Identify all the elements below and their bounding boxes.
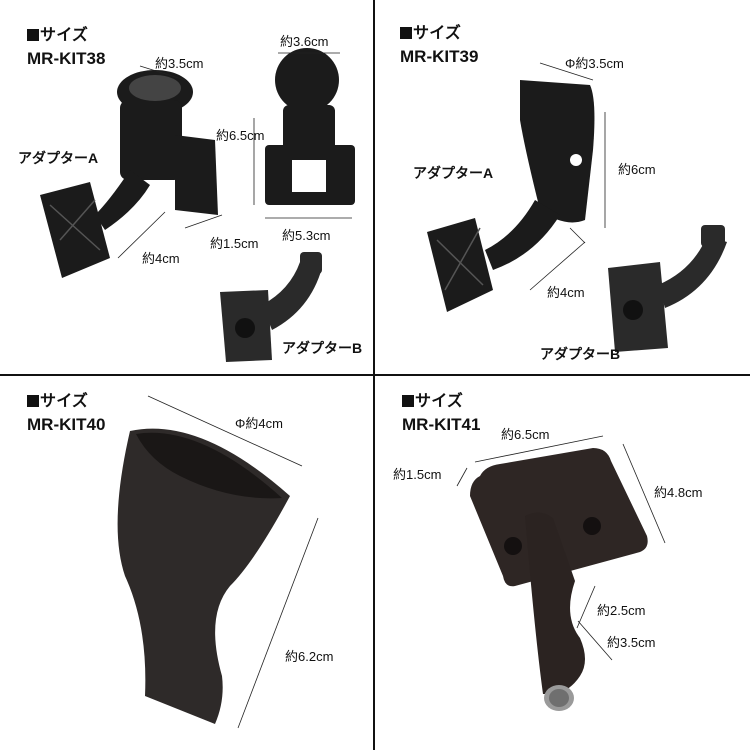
mr-kit39-product-image (427, 62, 727, 352)
dimension-label: 約3.5cm (155, 56, 204, 71)
size-heading: サイズ (27, 27, 88, 45)
adapter-b-label: アダプターB (282, 340, 363, 356)
dimension-label: 約4.8cm (654, 485, 703, 500)
model-name: MR-KIT38 (27, 49, 106, 68)
model-name: MR-KIT40 (27, 415, 106, 434)
dimension-label: 約2.5cm (597, 603, 646, 618)
dimension-label: 約4cm (547, 285, 585, 300)
dimension-label: 約1.5cm (393, 467, 442, 482)
mr-kit38-product-image (40, 48, 355, 362)
size-heading: サイズ (402, 393, 463, 411)
adapter-a-label: アダプターA (413, 165, 494, 181)
dimension-label: 約6.5cm (216, 128, 265, 143)
dimension-label: 約5.3cm (282, 228, 331, 243)
panel-mr-kit39: サイズ MR-KIT39 Φ約3.5cm 約6cm 約4cm アダプターA アダ… (375, 0, 748, 374)
adapter-b-label: アダプターB (540, 346, 621, 362)
dimension-label: 約3.5cm (607, 635, 656, 650)
mr-kit40-product-image (117, 395, 319, 729)
dimension-label: 約6cm (618, 162, 656, 177)
adapter-a-label: アダプターA (18, 150, 99, 166)
dimension-label: Φ約3.5cm (565, 56, 624, 71)
panel-mr-kit38: サイズ MR-KIT38 約3.5cm 約3.6cm 約6.5cm 約1.5cm… (0, 0, 373, 374)
square-bullet-icon (400, 27, 412, 39)
dimension-label: 約6.5cm (501, 427, 550, 442)
dimension-label: Φ約4cm (235, 416, 283, 431)
horizontal-divider (0, 374, 750, 376)
dimension-label: 約4cm (142, 251, 180, 266)
square-bullet-icon (402, 395, 414, 407)
square-bullet-icon (27, 29, 39, 41)
dimension-label: 約6.2cm (285, 649, 334, 664)
vertical-divider (373, 0, 375, 750)
size-heading: サイズ (400, 25, 461, 43)
mr-kit41-product-image (456, 435, 666, 711)
model-name: MR-KIT39 (400, 47, 479, 66)
size-heading: サイズ (27, 393, 88, 411)
dimension-label: 約3.6cm (280, 34, 329, 49)
model-name: MR-KIT41 (402, 415, 481, 434)
panel-mr-kit41: サイズ MR-KIT41 約6.5cm 約1.5cm 約4.8cm 約2.5cm… (375, 376, 748, 750)
dimension-label: 約1.5cm (210, 236, 259, 251)
panel-mr-kit40: サイズ MR-KIT40 Φ約4cm 約6.2cm (0, 376, 373, 750)
square-bullet-icon (27, 395, 39, 407)
